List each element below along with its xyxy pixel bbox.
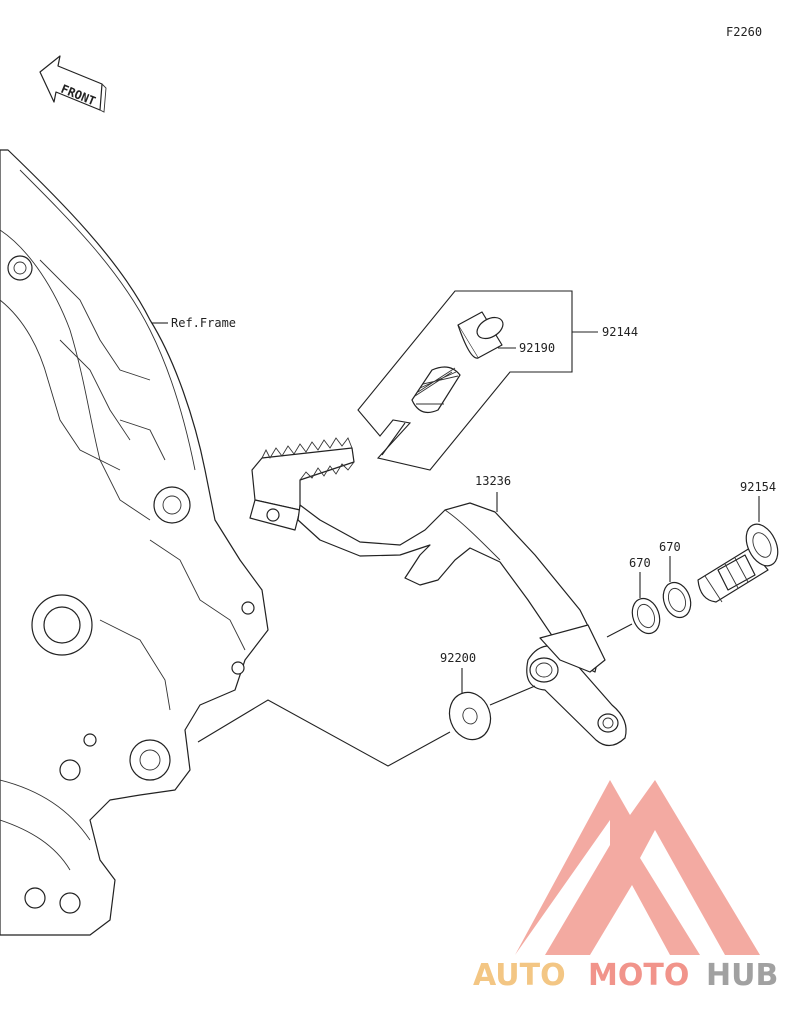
label-670-b: 670 bbox=[659, 540, 681, 554]
diagram-code: F2260 bbox=[726, 25, 762, 39]
label-92190: 92190 bbox=[519, 341, 555, 355]
collar-92190 bbox=[457, 311, 504, 359]
label-13236: 13236 bbox=[475, 474, 511, 488]
automotohub-logo: AUTO MOTO HUB bbox=[473, 780, 778, 993]
label-92200: 92200 bbox=[440, 651, 476, 665]
label-92154: 92154 bbox=[740, 480, 776, 494]
kit-outline-92144 bbox=[357, 290, 573, 471]
seal-670-a bbox=[631, 597, 661, 635]
logo-auto: AUTO bbox=[473, 958, 566, 993]
ref-frame-label: Ref.Frame bbox=[171, 316, 236, 330]
front-arrow-icon: FRONT bbox=[39, 55, 107, 113]
frame-drawing bbox=[0, 149, 269, 936]
logo-moto: MOTO bbox=[588, 958, 689, 993]
spring-icon bbox=[411, 366, 461, 413]
label-670-a: 670 bbox=[629, 556, 651, 570]
brake-pedal-13236 bbox=[249, 437, 627, 747]
shaft-92154 bbox=[697, 523, 779, 603]
label-92144: 92144 bbox=[602, 325, 638, 339]
logo-hub: HUB bbox=[706, 958, 778, 993]
seal-670-b bbox=[662, 581, 692, 619]
washer-92200 bbox=[448, 691, 492, 741]
